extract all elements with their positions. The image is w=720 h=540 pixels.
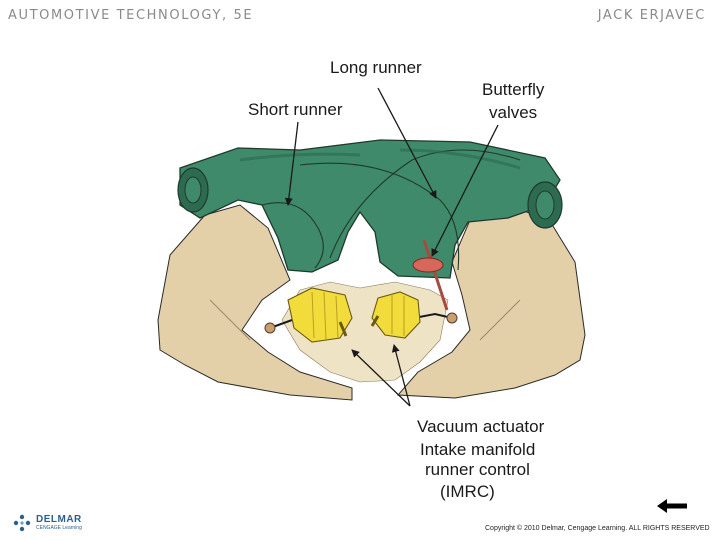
publisher-sub: CENGAGE Learning [36, 526, 82, 531]
left-arrow-icon [655, 496, 689, 516]
back-button[interactable] [655, 496, 689, 516]
label-vacuum-line3: runner control [425, 460, 530, 479]
left-pivot [265, 323, 275, 333]
butterfly-valve [413, 258, 443, 272]
label-long-runner: Long runner [330, 58, 422, 77]
label-vacuum-line4: (IMRC) [440, 482, 495, 501]
label-vacuum-line2: Intake manifold [420, 440, 535, 459]
copyright-notice: Copyright © 2010 Delmar, Cengage Learnin… [485, 525, 710, 532]
label-short-runner: Short runner [248, 100, 343, 119]
publisher-logo: DELMAR CENGAGE Learning [12, 513, 82, 533]
right-runner-port-inner [536, 191, 554, 219]
label-vacuum-line1: Vacuum actuator [417, 417, 545, 436]
delmar-logo-icon [12, 513, 32, 533]
left-runner-port-inner [185, 177, 201, 203]
right-pivot [447, 313, 457, 323]
publisher-brand: DELMAR [36, 515, 82, 525]
label-butterfly-line1: Butterfly [482, 80, 545, 99]
label-butterfly-line2: valves [489, 103, 537, 122]
